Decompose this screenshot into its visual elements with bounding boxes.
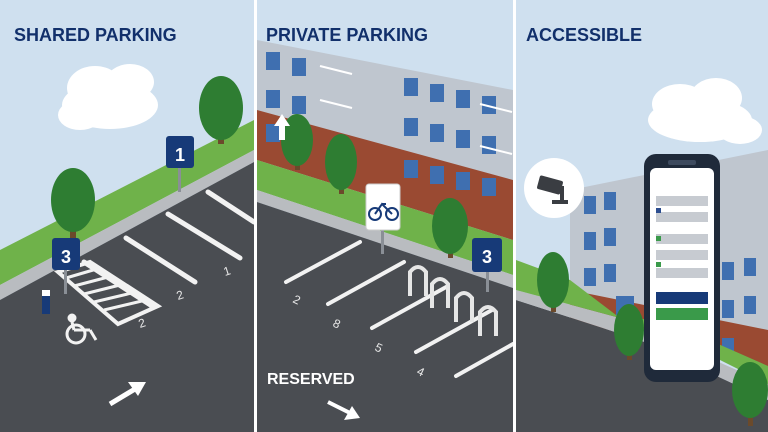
- panel-accessible: ACCESSIBLE: [516, 0, 768, 432]
- tree-icon: [732, 362, 768, 426]
- tree-icon: [432, 198, 468, 258]
- accessible-space: [53, 259, 163, 327]
- tree-icon: [281, 114, 313, 170]
- camera-icon: [524, 158, 584, 218]
- panel-divider: [513, 0, 516, 432]
- panel-divider: [254, 0, 257, 432]
- phone-icon: [644, 154, 720, 382]
- panel-title: ACCESSIBLE: [526, 25, 642, 45]
- bicycle-icon: [368, 202, 399, 221]
- panel-shared-parking: 1 2 2 1 3 SHARED PARKING: [0, 0, 257, 432]
- arrow-up-icon: [274, 114, 290, 140]
- sign-number: 3: [61, 247, 71, 267]
- tree-icon: [537, 252, 569, 312]
- arrow-icon: [327, 400, 360, 420]
- sign-number: 3: [482, 247, 492, 267]
- arrow-icon: [108, 382, 146, 407]
- asphalt-lot: [516, 300, 768, 432]
- panel-private-parking: 2 8 5 4 RESERVED: [257, 0, 515, 432]
- bike-rack: [408, 265, 498, 336]
- asphalt-lot: [257, 202, 513, 432]
- wheelchair-icon: [65, 313, 98, 345]
- panel-title: SHARED PARKING: [14, 25, 177, 45]
- curb: [257, 190, 513, 288]
- tree-icon: [51, 168, 95, 242]
- bollard: [42, 290, 50, 314]
- sign-number: 1: [175, 145, 185, 165]
- tree-icon: [199, 76, 243, 144]
- tree-icon: [325, 134, 357, 194]
- panel-title: PRIVATE PARKING: [266, 25, 428, 45]
- space-number: 2: [137, 315, 148, 330]
- cloud-icon: [648, 78, 762, 144]
- tree-icon: [614, 304, 644, 360]
- bicycle-sign: [365, 183, 401, 254]
- cloud-icon: [58, 64, 158, 130]
- parking-sign: 3: [52, 238, 80, 294]
- reserved-marking: RESERVED: [267, 371, 355, 388]
- space-number: 2: [175, 287, 186, 302]
- parking-sign: 3: [472, 238, 502, 292]
- parking-sign: 1: [166, 136, 194, 192]
- space-number: 1: [222, 263, 233, 278]
- curb: [516, 290, 768, 400]
